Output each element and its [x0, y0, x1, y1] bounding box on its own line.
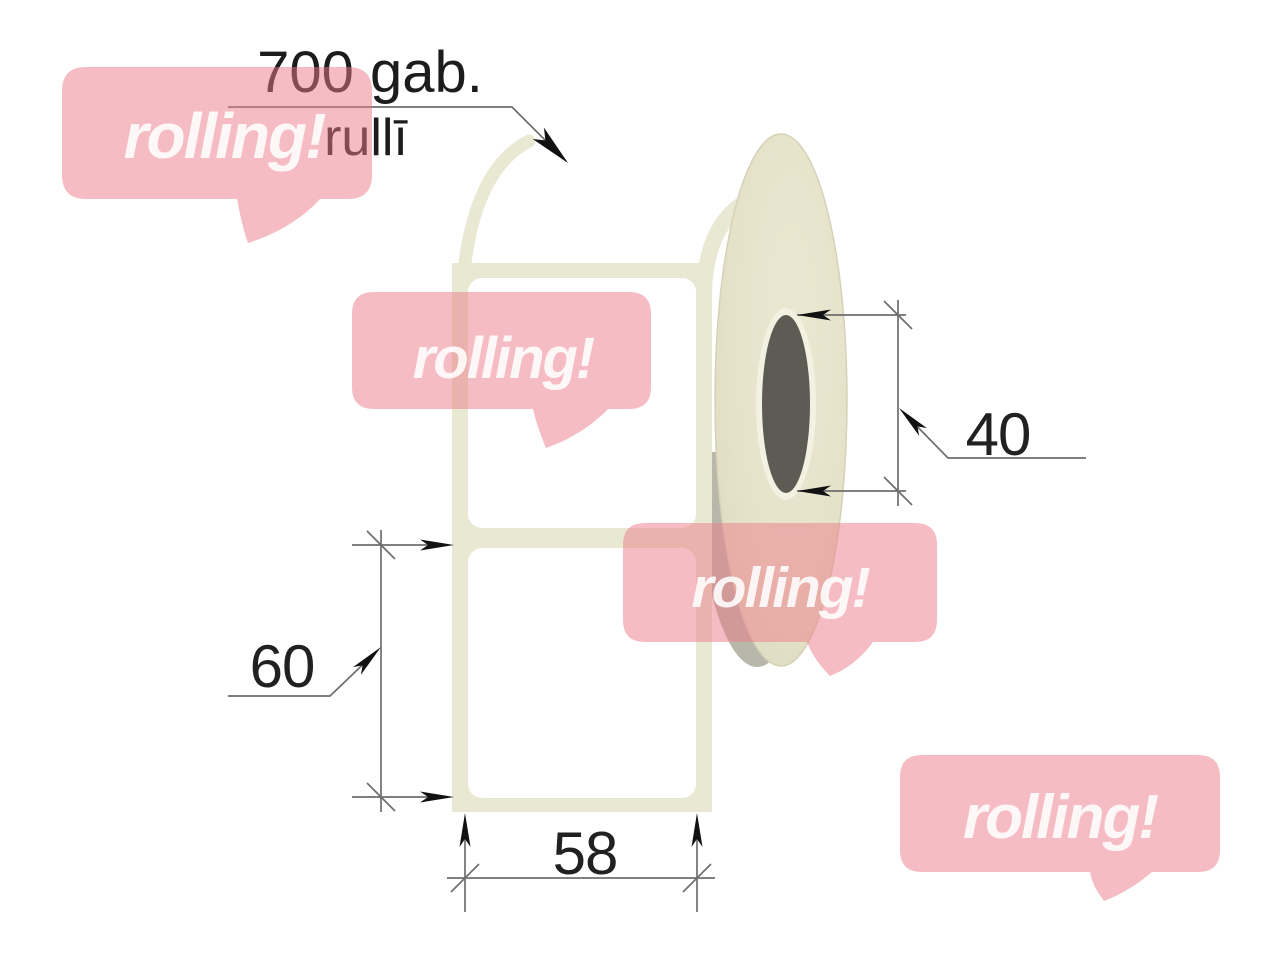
- dim40-value: 40: [966, 401, 1031, 468]
- core-hole: [762, 315, 810, 493]
- watermark-text: rolling!: [413, 326, 595, 391]
- dim60-leader: [228, 650, 378, 697]
- label-roll-graphic: [452, 133, 848, 812]
- watermark-bubble-icon: [62, 67, 372, 243]
- dim58-tick-left: [450, 863, 480, 893]
- dimension-width-58: 58: [447, 813, 715, 912]
- watermark-text: rolling!: [691, 556, 869, 620]
- watermark-top-left: rolling!: [62, 67, 372, 243]
- watermark-mid-right: rolling!: [623, 523, 937, 676]
- watermark-bottom-right: rolling!: [900, 755, 1220, 901]
- dim40-leader: [902, 411, 1086, 459]
- dim60-value: 60: [250, 633, 315, 700]
- dimension-height-60: 60: [228, 530, 454, 812]
- watermark-mid-left: rolling!: [352, 292, 651, 448]
- watermark-bubble-icon: [900, 755, 1220, 901]
- watermark-text: rolling!: [963, 783, 1158, 852]
- dimension-core-40: 40: [797, 300, 1086, 506]
- dim40-tick-bottom: [883, 476, 913, 506]
- watermark-bubble-icon: [623, 523, 937, 676]
- dim58-tick-right: [682, 863, 712, 893]
- dim58-value: 58: [553, 820, 618, 887]
- dim40-tick-top: [883, 300, 913, 330]
- watermark-bubble-icon: [352, 292, 651, 448]
- watermark-text: rolling!: [124, 100, 327, 172]
